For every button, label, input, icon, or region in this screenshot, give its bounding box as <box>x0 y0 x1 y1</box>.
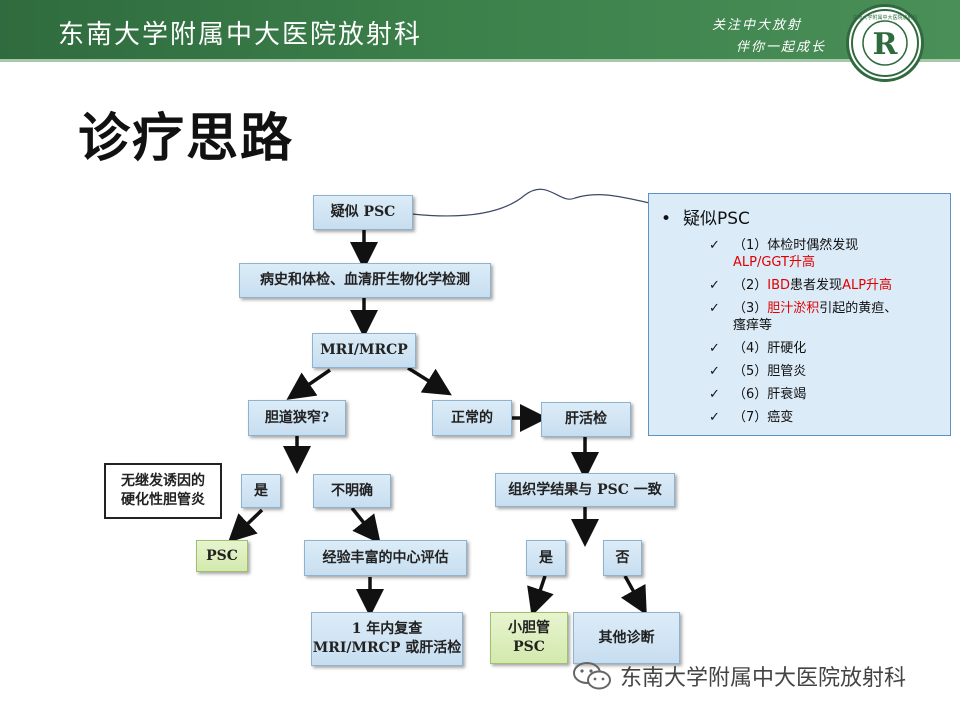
box-histology-match: 组织学结果与 PSC 一致 <box>495 473 675 507</box>
check-icon: ✓ <box>709 341 720 356</box>
check-icon: ✓ <box>709 301 720 316</box>
check-icon: ✓ <box>709 278 720 293</box>
wechat-icon <box>573 662 611 690</box>
callout-item-2: ✓ （2）IBD患者发现ALP升高 <box>661 277 938 294</box>
item2-part-b: IBD <box>767 278 791 293</box>
box-no: 否 <box>603 540 642 576</box>
small-duct-line1: 小胆管 <box>508 620 550 637</box>
box-history-labs: 病史和体检、血清肝生物化学检测 <box>239 263 491 298</box>
watermark-text: 东南大学附属中大医院放射科 <box>620 666 907 691</box>
box-yes-right: 是 <box>526 540 566 576</box>
recheck-line1: 1 年内复查 <box>351 621 423 638</box>
arrow-yes-to-psc <box>227 508 264 543</box>
item1-part-b: ALP/GGT升高 <box>733 255 815 270</box>
callout-item-6-text: （6）肝衰竭 <box>733 387 807 402</box>
callout-item-4: ✓ （4）肝硬化 <box>661 340 938 357</box>
watermark: 东南大学附属中大医院放射科 <box>572 660 906 692</box>
callout-item-5-text: （5）胆管炎 <box>733 364 807 379</box>
check-icon: ✓ <box>709 410 720 425</box>
box-yes-left: 是 <box>241 474 281 508</box>
box-secondary-sc: 无继发诱因的 硬化性胆管炎 <box>104 463 222 519</box>
recheck-line2: MRI/MRCP 或肝活检 <box>312 640 462 656</box>
callout-item-7: ✓ （7）癌变 <box>661 409 938 426</box>
box-liver-biopsy: 肝活检 <box>541 402 631 437</box>
callout-item-5: ✓ （5）胆管炎 <box>661 363 938 380</box>
callout-heading: • 疑似PSC <box>661 204 938 229</box>
box-other-diagnosis: 其他诊断 <box>573 612 680 664</box>
arrow-yes-to-small-duct <box>527 575 554 617</box>
box-recheck: 1 年内复查 MRI/MRCP 或肝活检 <box>311 612 463 666</box>
box-normal: 正常的 <box>432 400 512 436</box>
box-expert-center: 经验丰富的中心评估 <box>304 540 467 576</box>
logo-svg: R 东南大学附属中大医院放射科 <box>851 9 919 77</box>
arrow-no-to-other <box>620 575 647 616</box>
callout-heading-text: 疑似PSC <box>683 209 750 229</box>
box-stricture: 胆道狭窄? <box>248 400 346 436</box>
callout-item-3: ✓ （3）胆汁淤积引起的黄疸、瘙痒等 <box>661 300 938 334</box>
callout-item-6: ✓ （6）肝衰竭 <box>661 386 938 403</box>
small-duct-line2: PSC <box>513 639 545 655</box>
callout-item-2-text: （2）IBD患者发现ALP升高 <box>733 277 892 294</box>
header-banner: 东南大学附属中大医院放射科 关注中大放射 伴你一起成长 <box>0 0 960 62</box>
item3-part-b: 胆汁淤积 <box>767 301 820 316</box>
box-small-duct-psc: 小胆管 PSC <box>490 612 568 664</box>
check-icon: ✓ <box>709 387 720 402</box>
item3-part-a: （3） <box>733 301 768 316</box>
callout-item-4-text: （4）肝硬化 <box>733 341 807 356</box>
check-icon: ✓ <box>709 364 720 379</box>
box-mri-mrcp: MRI/MRCP <box>312 333 416 368</box>
header-slogan-line1: 关注中大放射 <box>712 18 803 33</box>
box-psc-result: PSC <box>196 540 248 572</box>
logo-ring-text: 东南大学附属中大医院放射科 <box>852 14 917 21</box>
box-unclear: 不明确 <box>313 474 391 508</box>
header-title: 东南大学附属中大医院放射科 <box>58 20 423 50</box>
check-icon: ✓ <box>709 238 720 253</box>
item3-part-d: 瘙痒等 <box>733 318 773 333</box>
bullet-icon: • <box>661 209 672 229</box>
hospital-logo-icon: R 东南大学附属中大医院放射科 <box>846 4 924 82</box>
logo-glyph: R <box>873 27 899 62</box>
box-suspect-psc: 疑似 PSC <box>313 195 413 230</box>
callout-panel: • 疑似PSC ✓ （1）体检时偶然发现 ALP/GGT升高 ✓ （2）IBD患者发… <box>648 193 951 436</box>
arrow-mri-to-stricture <box>286 368 331 400</box>
callout-pointer-line <box>411 188 651 217</box>
callout-item-1: ✓ （1）体检时偶然发现 ALP/GGT升高 <box>661 237 938 271</box>
item3-part-c: 引起的黄疸、 <box>819 301 898 316</box>
header-slogan-line2: 伴你一起成长 <box>736 40 827 55</box>
callout-item-7-text: （7）癌变 <box>733 410 794 425</box>
item2-part-a: （2） <box>733 278 768 293</box>
slide-title: 诊疗思路 <box>78 109 295 169</box>
secondary-sc-line2: 硬化性胆管炎 <box>121 492 205 508</box>
item1-part-a: （1）体检时偶然发现 <box>733 238 859 253</box>
arrow-unclear-to-expert <box>350 506 381 544</box>
callout-item-1-text: （1）体检时偶然发现 ALP/GGT升高 <box>733 237 858 271</box>
item2-part-d: ALP升高 <box>842 278 893 293</box>
secondary-sc-line1: 无继发诱因的 <box>121 473 205 490</box>
arrow-mri-to-normal <box>407 366 452 396</box>
callout-item-3-text: （3）胆汁淤积引起的黄疸、瘙痒等 <box>733 300 897 334</box>
item2-part-c: 患者发现 <box>790 278 843 293</box>
